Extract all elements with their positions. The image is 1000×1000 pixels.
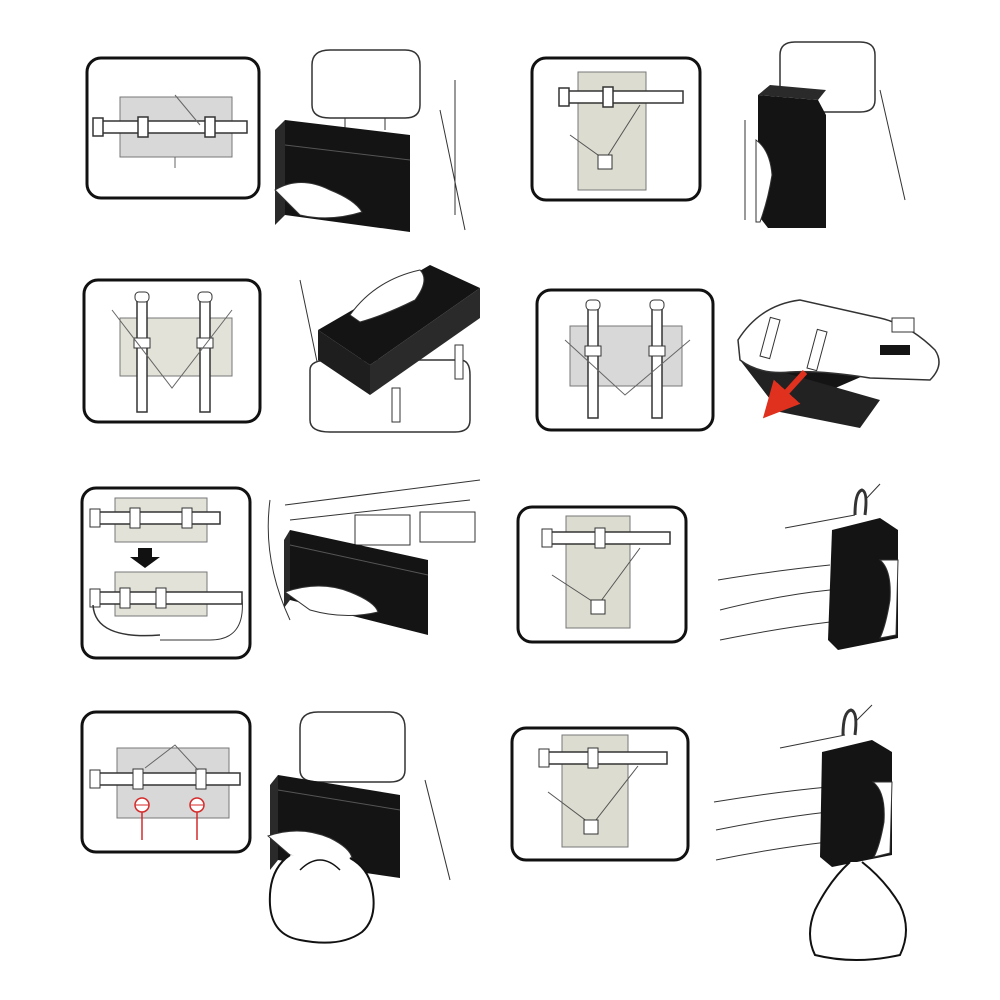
- step-2-panel: [530, 56, 702, 202]
- step-2-scene: [744, 41, 906, 228]
- step-8-tissue-box: [820, 740, 893, 867]
- step-4-straps: [584, 299, 666, 419]
- step-8-hook: [841, 708, 858, 736]
- step-7-bag-hooks: [134, 797, 205, 840]
- step-5-loop-arrow: [92, 604, 161, 637]
- step-3-scene: [299, 265, 480, 433]
- step-4-panel: [535, 288, 715, 432]
- step-6-hook: [853, 488, 868, 516]
- step-8-scene: [713, 704, 907, 961]
- step-2-tissue-box: [755, 85, 826, 228]
- step-7-bag: [268, 854, 375, 944]
- step-1-panel: [85, 56, 261, 200]
- step-4-scene: [737, 299, 940, 428]
- step-1-scene: [274, 49, 466, 232]
- step-3-straps: [133, 291, 214, 413]
- step-1-tissue-box: [274, 120, 411, 232]
- step-8-bag: [809, 861, 907, 961]
- step-7: [80, 710, 451, 944]
- step-1: [85, 49, 466, 232]
- step-2-strap: [558, 86, 684, 108]
- step-3-tissue-box: [318, 265, 480, 395]
- step-5: [80, 479, 481, 660]
- step-1-strap: [92, 116, 248, 138]
- step-2: [530, 41, 906, 228]
- step-5-tissue-box: [283, 530, 429, 635]
- step-5-scene: [267, 479, 481, 635]
- step-7-scene: [267, 711, 451, 944]
- step-3-panel: [82, 278, 262, 424]
- step-5-down-arrow: [130, 548, 160, 568]
- step-5-panel: [80, 486, 252, 660]
- step-6: [516, 483, 899, 650]
- step-8-panel: [510, 726, 690, 862]
- step-4-red-arrow: [762, 369, 808, 419]
- step-6-tissue-box: [828, 518, 899, 650]
- step-6-scene: [717, 483, 899, 650]
- step-7-panel: [80, 710, 252, 854]
- step-4: [535, 288, 940, 432]
- step-3: [82, 265, 480, 433]
- step-8: [510, 704, 907, 961]
- step-6-panel: [516, 505, 688, 644]
